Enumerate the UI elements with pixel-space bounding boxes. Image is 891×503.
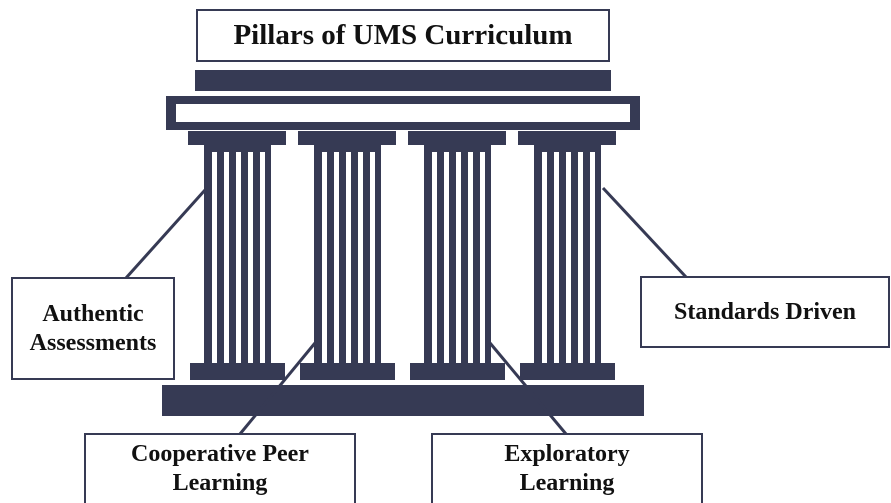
base-slab bbox=[162, 385, 644, 416]
label-box-bottom-left: Cooperative Peer Learning bbox=[84, 433, 356, 503]
roof-top-slab bbox=[195, 70, 611, 91]
pillar-1 bbox=[188, 131, 286, 380]
label-bottom-left-line-1: Cooperative Peer bbox=[131, 441, 309, 468]
title-box: Pillars of UMS Curriculum bbox=[196, 9, 610, 62]
label-bottom-right-line-1: Exploratory bbox=[504, 441, 630, 468]
diagram-title: Pillars of UMS Curriculum bbox=[233, 19, 573, 52]
roof-inner-beam bbox=[176, 104, 630, 122]
pillar-3 bbox=[408, 131, 506, 380]
label-bottom-left-line-2: Learning bbox=[172, 470, 268, 496]
pillar-2 bbox=[298, 131, 396, 380]
label-bottom-right-line-2: Learning bbox=[519, 470, 615, 496]
label-right-line-1: Standards Driven bbox=[673, 298, 857, 325]
label-box-bottom-right: Exploratory Learning bbox=[431, 433, 703, 503]
label-left-line-2: Assessments bbox=[29, 329, 157, 356]
label-left-line-1: Authentic bbox=[42, 300, 144, 327]
label-box-left: Authentic Assessments bbox=[11, 277, 175, 380]
label-box-right: Standards Driven bbox=[640, 276, 890, 348]
connector-bottom-left bbox=[238, 342, 317, 435]
connector-left bbox=[124, 188, 207, 280]
connector-right bbox=[601, 186, 688, 279]
pillar-4 bbox=[518, 131, 616, 380]
connector-bottom-right bbox=[488, 342, 568, 435]
